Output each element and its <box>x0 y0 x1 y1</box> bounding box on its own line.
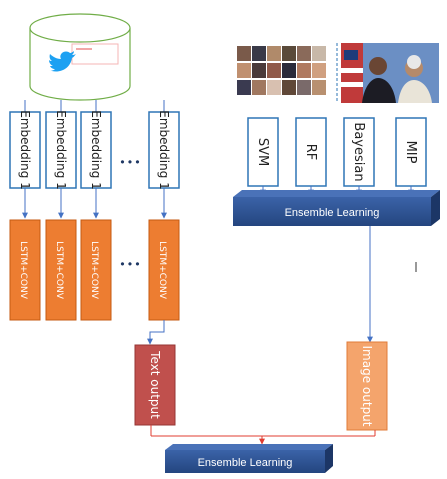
lstm-label: LSTM+CONV <box>18 241 28 300</box>
embedding-to-lstm-arrows <box>22 188 167 219</box>
image-ensemble-box: Ensemble Learning <box>233 190 440 226</box>
lstm-conv-3: LSTM+CONV <box>80 219 112 321</box>
image-output-label: Image output <box>360 346 374 427</box>
twitter-bird-icon <box>49 51 76 72</box>
face-thumbnails <box>237 46 326 95</box>
text-output-label: Text output <box>148 350 162 419</box>
lstm-label: LSTM+CONV <box>89 241 99 300</box>
image-output-box: Image output <box>346 341 388 431</box>
merge-connectors <box>150 425 376 445</box>
embedding-label: Embedding 1 <box>89 110 103 190</box>
classifier-label: RF <box>303 144 318 161</box>
embedding-label: Embedding 1 <box>18 110 32 190</box>
classifier-label: Bayesian <box>351 122 366 181</box>
embedding-4: Embedding 1 <box>148 110 180 190</box>
lstm-to-text-output-arrow <box>147 320 165 345</box>
embedding-2: Embedding 1 <box>45 110 77 190</box>
lstm-conv-1: LSTM+CONV <box>9 219 41 321</box>
final-ensemble-box: Ensemble Learning <box>165 444 333 473</box>
embedding-3: Embedding 1 <box>80 110 112 190</box>
classifier-mip: MIP <box>395 117 427 187</box>
lstm-label: LSTM+CONV <box>157 241 167 300</box>
politicians-photo <box>341 43 439 103</box>
classifier-svm: SVM <box>247 117 279 187</box>
image-ensemble-label: Ensemble Learning <box>285 207 380 219</box>
classifier-label: SVM <box>255 138 270 166</box>
embedding-label: Embedding 1 <box>54 110 68 190</box>
lstm-ellipsis: • • • <box>120 257 139 271</box>
embedding-ellipsis: • • • <box>120 155 139 169</box>
embedding-1: Embedding 1 <box>9 110 41 190</box>
classifier-rf: RF <box>295 117 327 187</box>
lstm-conv-4: LSTM+CONV <box>148 219 180 321</box>
text-output-box: Text output <box>134 344 176 426</box>
cylinder-connectors <box>24 100 165 112</box>
embedding-label: Embedding 1 <box>157 110 171 190</box>
lstm-conv-2: LSTM+CONV <box>45 219 77 321</box>
final-ensemble-label: Ensemble Learning <box>198 457 293 469</box>
twitter-database <box>29 13 131 101</box>
classifier-label: MIP <box>403 141 418 164</box>
lstm-label: LSTM+CONV <box>54 241 64 300</box>
face-images-collage <box>236 45 334 101</box>
classifier-bayesian: Bayesian <box>343 117 375 187</box>
tweet-card-icon <box>71 43 119 65</box>
